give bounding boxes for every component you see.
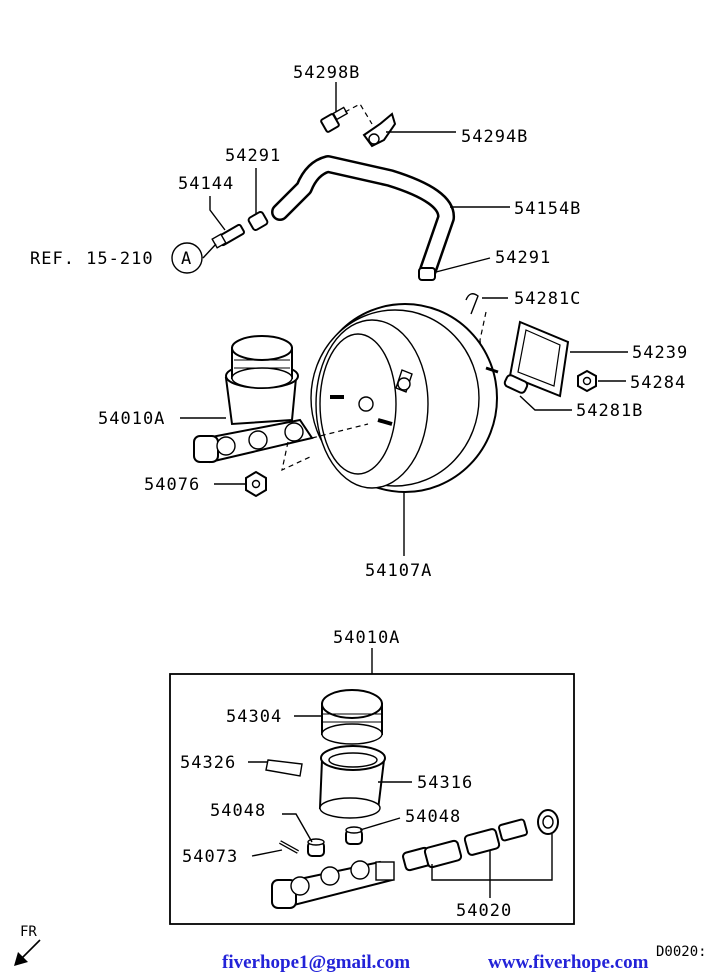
label-54048-left: 54048 (210, 801, 266, 821)
fitting-54144 (211, 223, 246, 249)
email-link[interactable]: fiverhope1@gmail.com (222, 952, 410, 973)
clamp-54294b (362, 112, 397, 148)
reference-letter: A (181, 249, 192, 269)
website-link[interactable]: www.fiverhope.com (488, 952, 649, 973)
reservoir-cap-54304 (321, 689, 383, 745)
gasket-54239 (508, 320, 570, 398)
grommet-54048-left (307, 838, 325, 857)
clevis-54281b (503, 374, 529, 394)
label-54281b: 54281B (576, 401, 643, 421)
diagram-code: D0020: (656, 944, 707, 960)
reference-text: REF. 15-210 (30, 249, 154, 269)
hose-clip-54291-top (247, 211, 269, 231)
reservoir-54316 (318, 745, 386, 819)
master-cylinder-body (271, 860, 395, 909)
label-54073: 54073 (182, 847, 238, 867)
label-54107a: 54107A (365, 561, 432, 581)
reference-circle (171, 242, 203, 274)
label-54304: 54304 (226, 707, 282, 727)
front-indicator: FR (20, 924, 37, 940)
brake-booster-54107a (310, 303, 499, 493)
hose-clip-54291-mid (418, 267, 436, 281)
label-54316: 54316 (417, 773, 473, 793)
master-cylinder-54010a (193, 335, 314, 464)
nut-54076 (245, 470, 267, 498)
exploded-view-box (169, 673, 575, 925)
label-54010a-box: 54010A (333, 628, 400, 648)
piston-kit-54020 (402, 809, 559, 872)
pin-54281c (465, 293, 479, 315)
label-54154b: 54154B (514, 199, 581, 219)
label-54326: 54326 (180, 753, 236, 773)
label-54291-mid: 54291 (495, 248, 551, 268)
strainer-54326 (265, 759, 303, 777)
label-54298b: 54298B (293, 63, 360, 83)
label-54010a: 54010A (98, 409, 165, 429)
front-arrow (14, 939, 41, 966)
vacuum-hose-54154b (271, 155, 455, 279)
nut-54284 (577, 369, 597, 393)
label-54144: 54144 (178, 174, 234, 194)
pin-54073 (279, 840, 299, 854)
label-54284: 54284 (630, 373, 686, 393)
label-54239: 54239 (632, 343, 688, 363)
label-54291-top: 54291 (225, 146, 281, 166)
label-54048-right: 54048 (405, 807, 461, 827)
label-54281c: 54281C (514, 289, 581, 309)
grommet-54048-right (345, 826, 363, 845)
label-54020: 54020 (456, 901, 512, 921)
label-54294b: 54294B (461, 127, 528, 147)
bolt-54298b (320, 106, 349, 133)
label-54076: 54076 (144, 475, 200, 495)
